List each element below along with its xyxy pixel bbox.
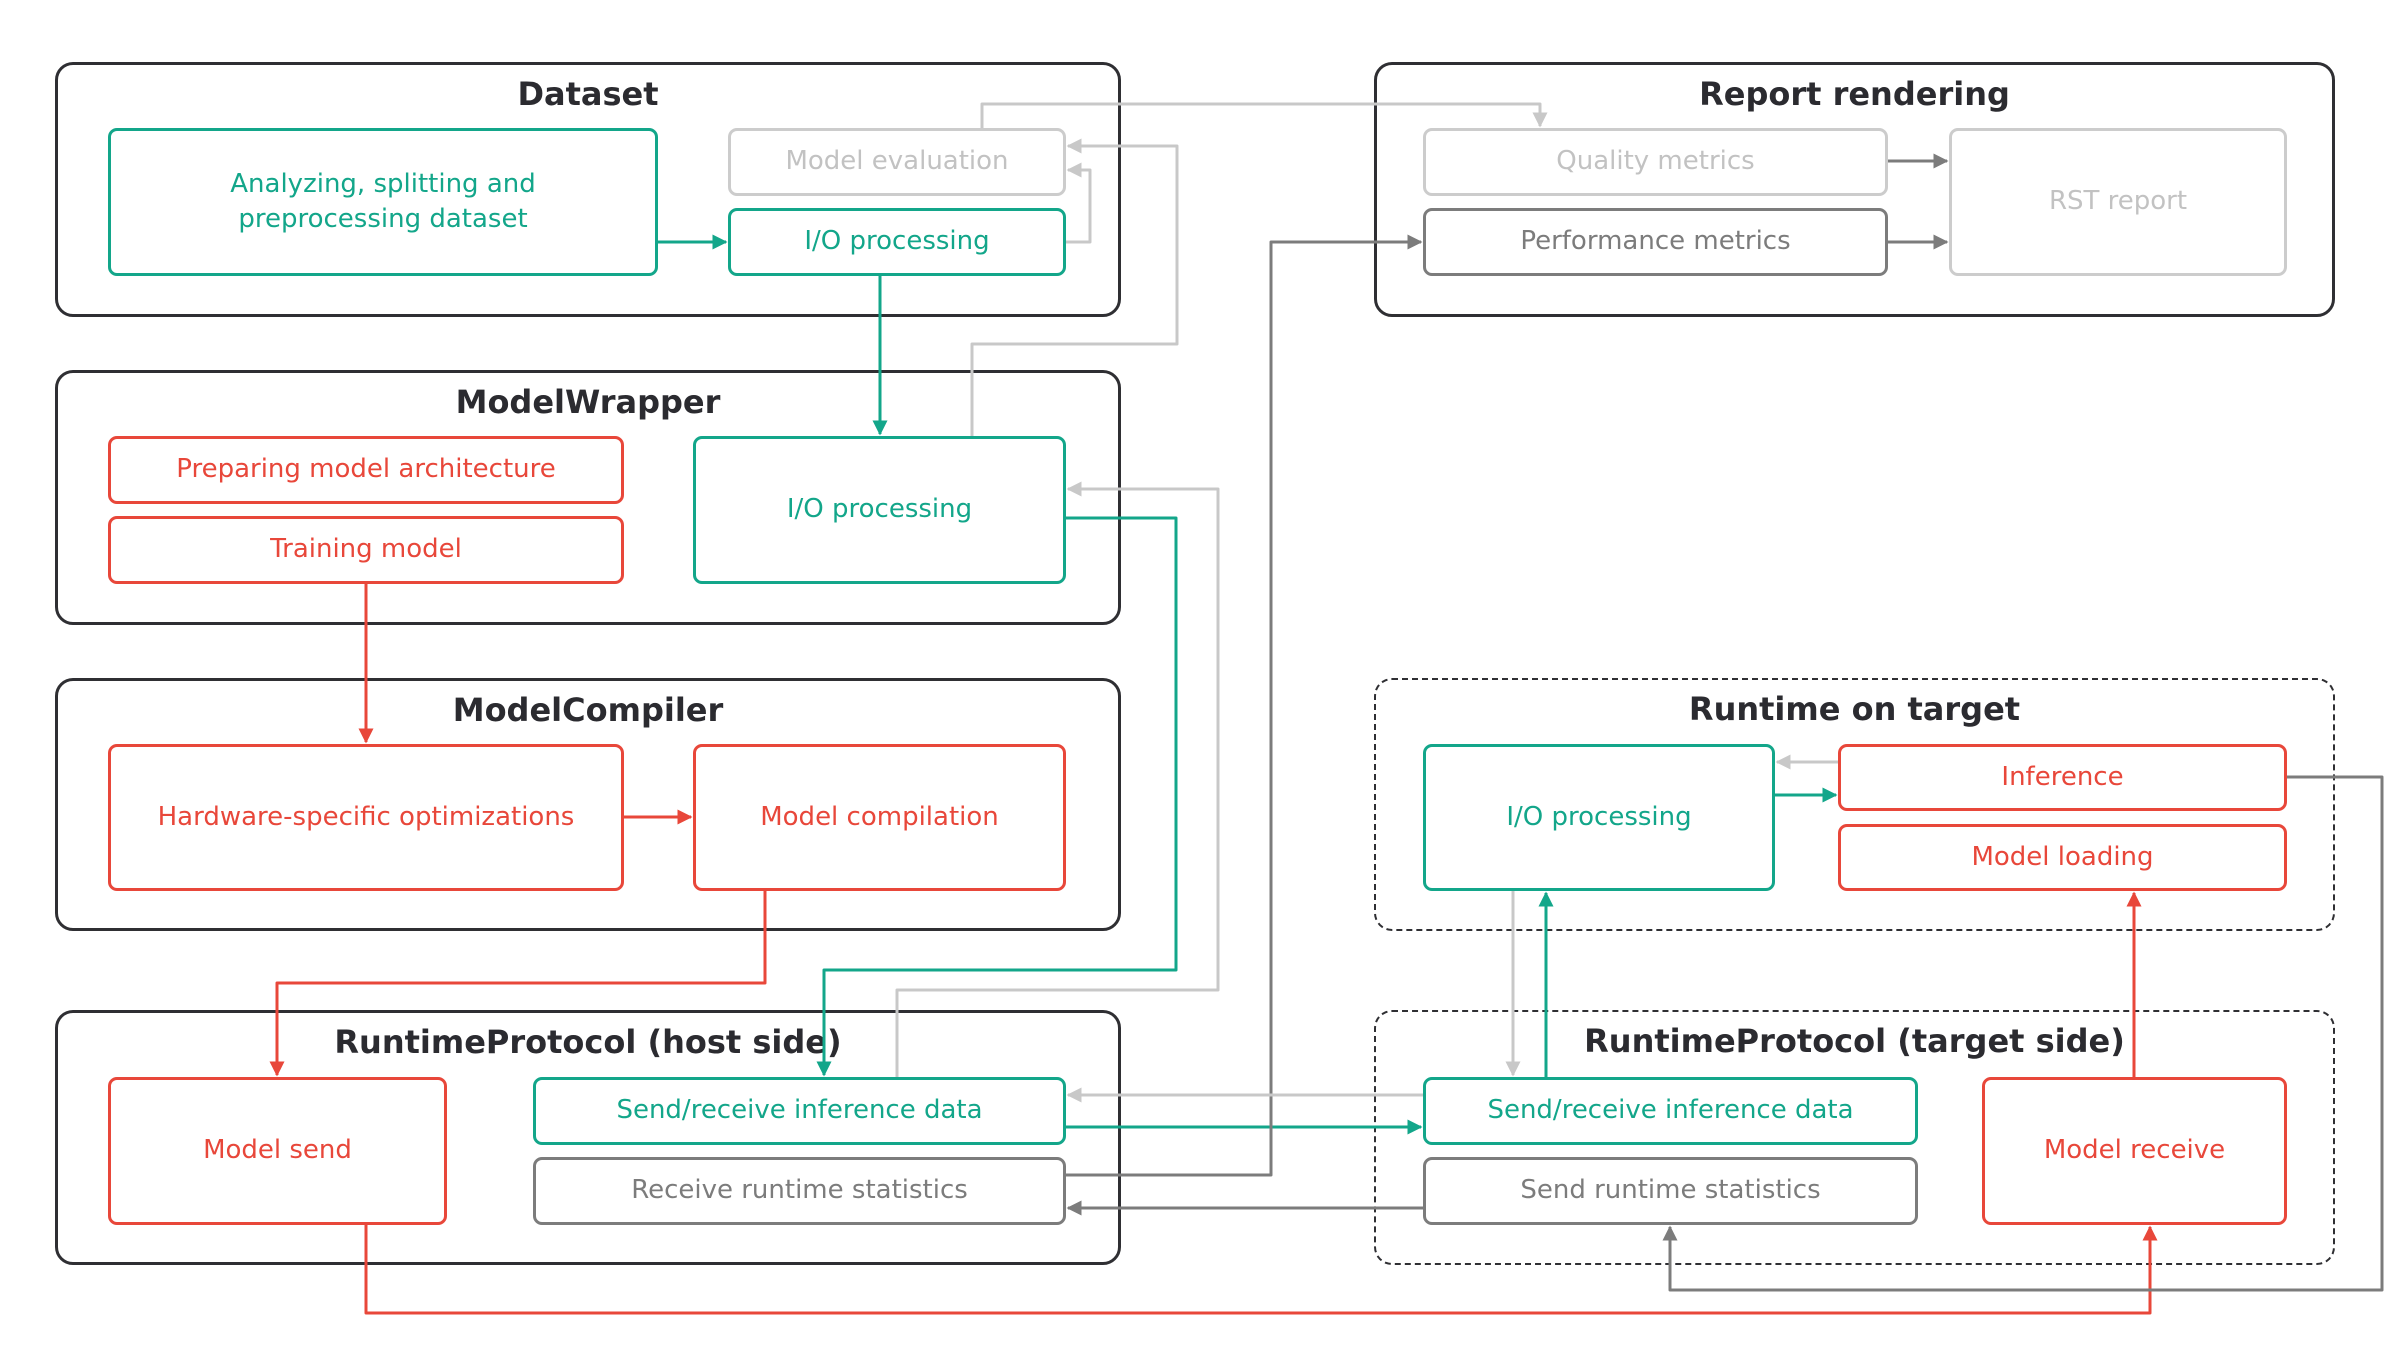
edge-io-wrapper-to-send-receive-host: [816, 516, 1178, 1077]
runtime-on-target-title: Runtime on target: [1688, 690, 2021, 728]
quality-metrics-node: Quality metrics: [1423, 128, 1888, 196]
runtime-protocol-target-group: RuntimeProtocol (target side): [1374, 1010, 2335, 1265]
report-rendering-title: Report rendering: [1699, 75, 2010, 113]
report-rendering-group: Report rendering: [1374, 62, 2335, 317]
edge-send-receive-host-to-io-wrapper: [895, 481, 1220, 1077]
runtime-protocol-target-title: RuntimeProtocol (target side): [1584, 1022, 2125, 1060]
model-wrapper-group: ModelWrapper: [55, 370, 1121, 625]
model-loading-node: Model loading: [1838, 824, 2287, 891]
inference-node: Inference: [1838, 744, 2287, 811]
model-compilation-node: Model compilation: [693, 744, 1066, 891]
performance-metrics-node: Performance metrics: [1423, 208, 1888, 276]
edge-model-send-to-model-receive: [364, 1225, 2158, 1315]
model-evaluation-node: Model evaluation: [728, 128, 1066, 196]
dataset-group: Dataset: [55, 62, 1121, 317]
runtime-protocol-host-group: RuntimeProtocol (host side): [55, 1010, 1121, 1265]
receive-runtime-statistics-node: Receive runtime statistics: [533, 1157, 1066, 1225]
send-receive-inference-target-node: Send/receive inference data: [1423, 1077, 1918, 1145]
model-send-node: Model send: [108, 1077, 447, 1225]
training-model-node: Training model: [108, 516, 624, 584]
io-processing-wrapper-node: I/O processing: [693, 436, 1066, 584]
model-compiler-title: ModelCompiler: [452, 691, 724, 729]
edge-inference-to-send-stats: [1662, 775, 2384, 1292]
runtime-protocol-host-title: RuntimeProtocol (host side): [334, 1023, 842, 1061]
hardware-specific-optimizations-node: Hardware-specific optimizations: [108, 744, 624, 891]
model-receive-node: Model receive: [1982, 1077, 2287, 1225]
model-compiler-group: ModelCompiler: [55, 678, 1121, 931]
edge-io-wrapper-to-model-eval: [970, 138, 1179, 436]
edge-compilation-to-model-send: [269, 891, 767, 1077]
analyzing-node: Analyzing, splitting and preprocessing d…: [108, 128, 658, 276]
model-wrapper-title: ModelWrapper: [455, 383, 721, 421]
io-processing-dataset-node: I/O processing: [728, 208, 1066, 276]
io-processing-target-node: I/O processing: [1423, 744, 1775, 891]
edge-receive-stats-to-performance: [1066, 234, 1423, 1177]
send-runtime-statistics-node: Send runtime statistics: [1423, 1157, 1918, 1225]
dataset-title: Dataset: [517, 75, 659, 113]
send-receive-inference-host-node: Send/receive inference data: [533, 1077, 1066, 1145]
rst-report-node: RST report: [1949, 128, 2287, 276]
preparing-model-architecture-node: Preparing model architecture: [108, 436, 624, 504]
edge-io-dataset-to-model-eval: [1066, 162, 1092, 244]
edge-model-eval-to-quality: [980, 102, 1548, 128]
runtime-on-target-group: Runtime on target: [1374, 678, 2335, 931]
